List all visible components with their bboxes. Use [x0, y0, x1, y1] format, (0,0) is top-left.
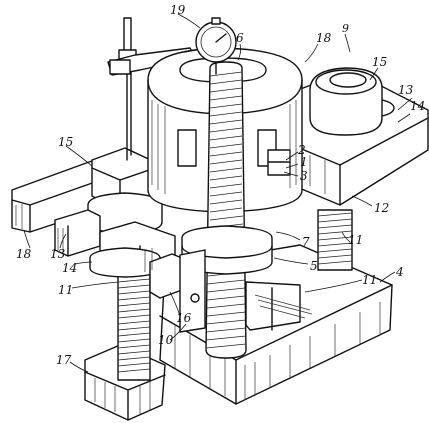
reference-labels: 19 6 18 9 15 13 14 15 2 1 3 12 18 13 14 …: [16, 3, 425, 367]
label-6: 6: [236, 31, 244, 45]
leader-lines: [23, 13, 413, 373]
left-threaded-column: [117, 269, 151, 381]
label-11-right-top: 11: [348, 233, 363, 247]
label-7: 7: [302, 235, 310, 249]
label-15-left: 15: [58, 135, 73, 149]
label-2: 2: [297, 143, 306, 157]
right-clamp: [309, 67, 383, 136]
label-18-top: 18: [316, 31, 332, 45]
dial-indicator: [184, 17, 237, 75]
label-14-left: 14: [62, 261, 77, 275]
right-threaded-column: [317, 209, 353, 271]
label-13-right: 13: [398, 83, 414, 97]
label-14-right: 14: [410, 99, 425, 113]
label-3: 3: [300, 169, 308, 183]
label-12: 12: [374, 201, 389, 215]
left-clamp-stack: [54, 147, 183, 299]
label-18-left: 18: [16, 247, 32, 261]
label-9: 9: [342, 22, 349, 35]
label-5: 5: [310, 259, 318, 273]
label-13-left: 13: [50, 247, 66, 261]
label-11-left: 11: [58, 283, 73, 297]
label-10: 10: [158, 333, 174, 347]
label-15-right: 15: [372, 55, 387, 69]
label-4: 4: [395, 265, 404, 279]
label-17: 17: [56, 353, 72, 367]
central-screw: [205, 61, 247, 359]
label-16: 16: [176, 311, 192, 325]
label-11-right: 11: [362, 273, 377, 287]
label-1: 1: [300, 155, 308, 169]
lower-clamp: [179, 249, 313, 333]
label-19: 19: [170, 3, 186, 17]
